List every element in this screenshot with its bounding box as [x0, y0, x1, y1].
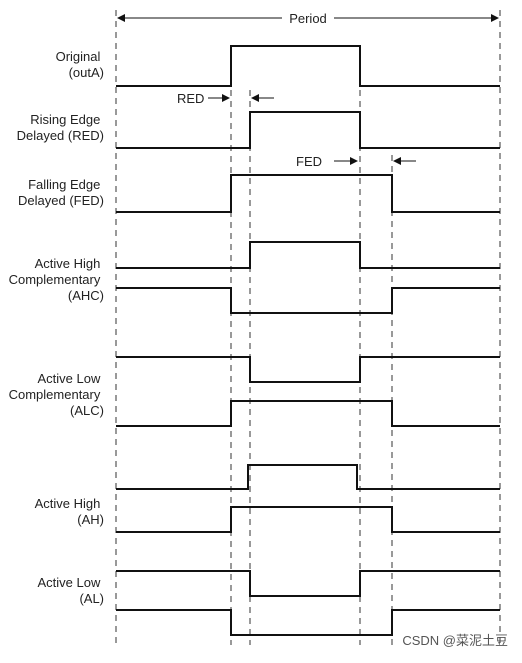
label-ah: Active High (AH): [35, 496, 104, 527]
signal-labels: Original (outA) Rising Edge Delayed (RED…: [9, 49, 104, 606]
waveform-ah-high: [116, 464, 500, 490]
period-label: Period: [289, 11, 327, 26]
fed-label: FED: [296, 154, 322, 169]
waveform-ah-low: [116, 506, 500, 533]
label-al: Active Low (AL): [38, 575, 105, 606]
guide-lines: [115, 10, 501, 645]
waveform-al-high: [116, 609, 500, 636]
period-indicator: Period: [117, 11, 499, 26]
red-label: RED: [177, 91, 204, 106]
label-fed: Falling Edge Delayed (FED): [18, 177, 104, 208]
label-alc: Active Low Complementary (ALC): [9, 371, 104, 418]
waveform-alc-high: [116, 400, 500, 427]
label-original: Original (outA): [56, 49, 104, 80]
label-ahc: Active High Complementary (AHC): [9, 256, 104, 303]
watermark: CSDN @菜泥土豆: [402, 633, 508, 648]
waveform-ahc-high: [116, 241, 500, 269]
waveform-ahc-low: [116, 287, 500, 314]
waveform-alc-low: [116, 356, 500, 383]
waveform-red: [116, 111, 500, 149]
red-indicator: RED: [177, 91, 274, 106]
fed-indicator: FED: [296, 154, 416, 169]
waveform-al-low: [116, 570, 500, 597]
waveform-fed: [116, 174, 500, 213]
waveforms: [116, 45, 500, 636]
label-red: Rising Edge Delayed (RED): [17, 112, 104, 143]
waveform-original: [116, 45, 500, 87]
